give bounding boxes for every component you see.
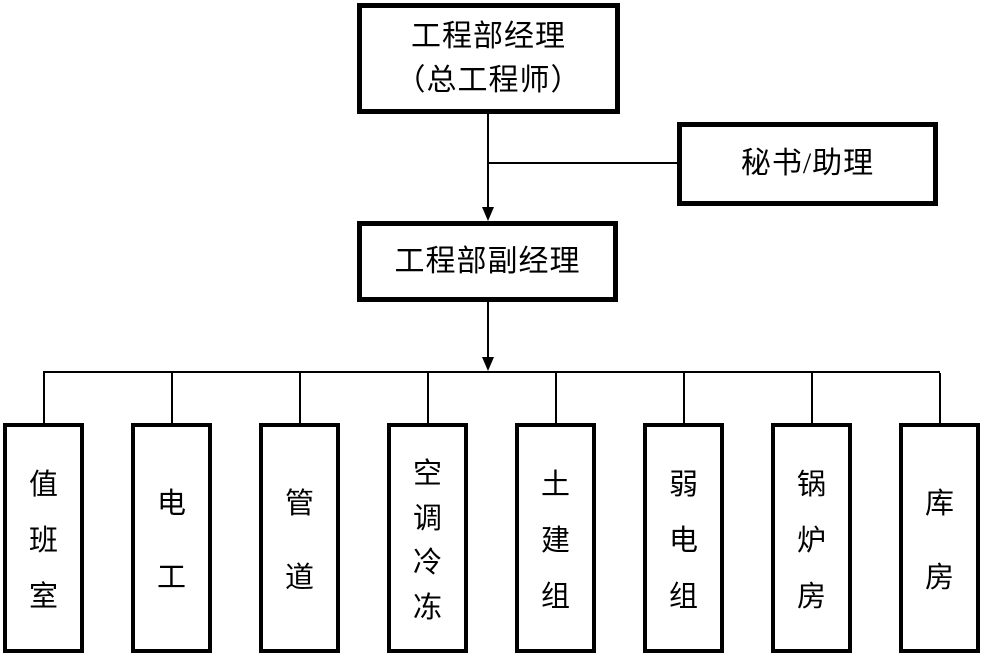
connector-to-secretary: [488, 162, 677, 164]
node-dept-boiler-room: 锅炉房: [771, 423, 852, 653]
stub-line: [43, 373, 45, 423]
stub-line: [171, 373, 173, 423]
node-dept-label: 锅炉房: [796, 469, 826, 613]
node-dept-warehouse: 库房: [899, 423, 980, 653]
node-deputy: 工程部副经理: [357, 221, 618, 302]
node-dept-label: 值班室: [28, 469, 58, 613]
node-dept-piping: 管道: [259, 423, 340, 653]
node-manager: 工程部经理 （总工程师）: [357, 3, 620, 114]
stub-line: [939, 373, 941, 423]
node-dept-electrician: 电工: [131, 423, 212, 653]
node-dept-civil: 土建组: [515, 423, 596, 653]
arrow-down-icon: [482, 357, 494, 371]
node-dept-label: 弱电组: [668, 469, 698, 613]
node-manager-title: 工程部经理: [411, 20, 566, 53]
stub-line: [683, 373, 685, 423]
node-dept-hvac: 空调冷冻: [387, 423, 468, 653]
stub-line: [555, 373, 557, 423]
stub-line: [299, 373, 301, 423]
stub-line: [427, 373, 429, 423]
stub-line: [811, 373, 813, 423]
node-manager-subtitle: （总工程师）: [395, 63, 582, 97]
node-dept-label: 库房: [924, 487, 954, 595]
node-deputy-label: 工程部副经理: [394, 244, 581, 278]
node-dept-duty-room: 值班室: [3, 423, 84, 653]
arrow-down-icon: [482, 207, 494, 221]
node-dept-low-voltage: 弱电组: [643, 423, 724, 653]
node-secretary: 秘书/助理: [677, 122, 938, 206]
node-dept-label: 管道: [284, 487, 314, 595]
node-dept-label: 土建组: [540, 469, 570, 613]
distribution-line: [43, 371, 940, 373]
node-secretary-label: 秘书/助理: [740, 147, 875, 181]
node-dept-label: 空调冷冻: [412, 457, 442, 625]
connector-deputy-to-departments: [487, 301, 489, 358]
connector-manager-to-deputy: [487, 113, 489, 209]
node-dept-label: 电工: [156, 487, 186, 595]
